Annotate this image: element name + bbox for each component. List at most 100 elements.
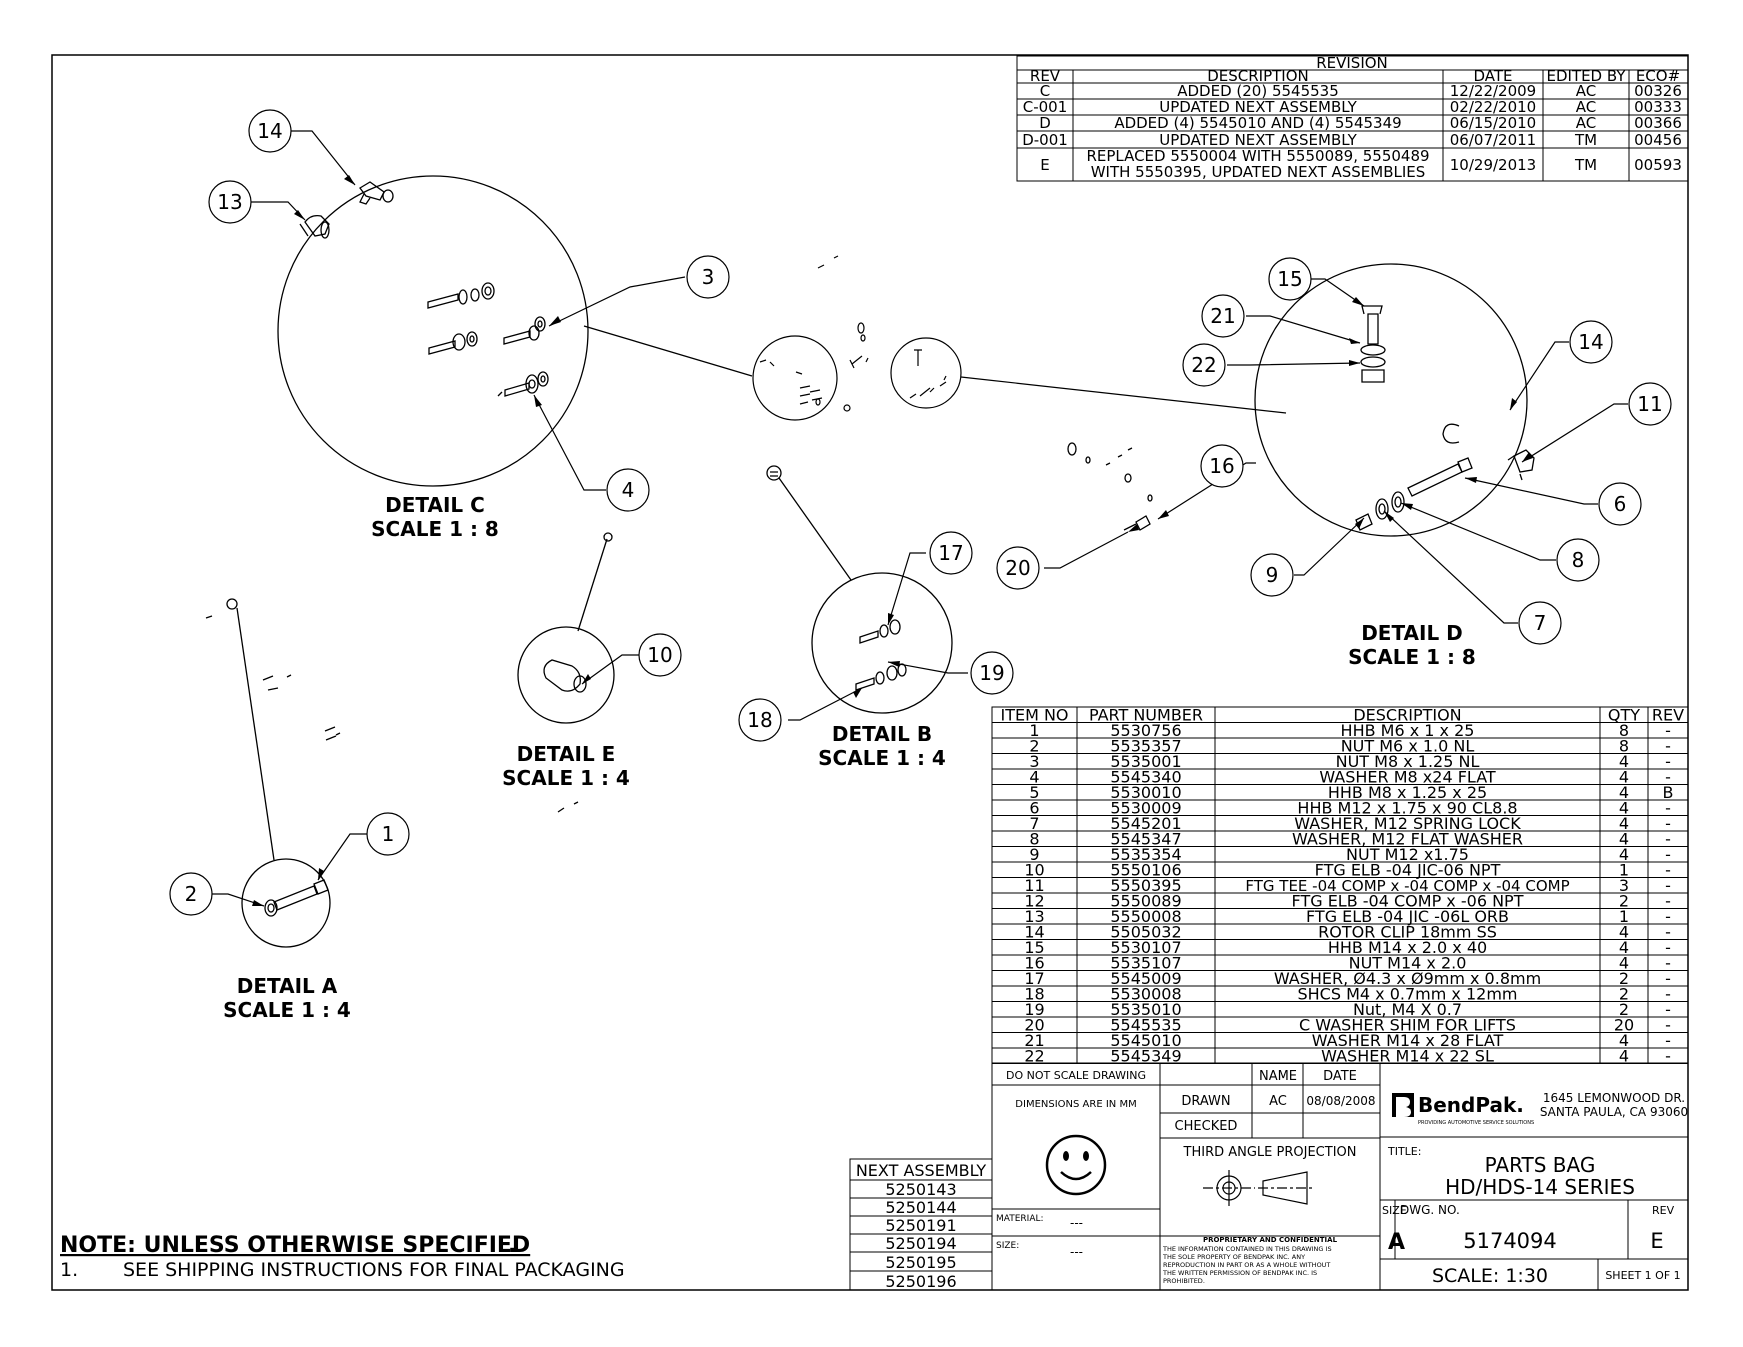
detail-c-view <box>277 175 753 487</box>
svg-text:HD/HDS-14 SERIES: HD/HDS-14 SERIES <box>1445 1175 1635 1199</box>
svg-text:3: 3 <box>702 265 715 289</box>
svg-text:EDITED BY: EDITED BY <box>1546 67 1626 85</box>
svg-text:10/29/2013: 10/29/2013 <box>1450 156 1536 174</box>
svg-text:DATE: DATE <box>1323 1069 1357 1084</box>
bom-cell: HHB M14 x 2.0 x 40 <box>1328 938 1487 957</box>
bom-cell: HHB M6 x 1 x 25 <box>1341 721 1475 740</box>
bom-cell: 5550106 <box>1110 861 1181 880</box>
bom-cell: 2 <box>1619 969 1629 988</box>
bom-cell: 7 <box>1029 814 1039 833</box>
detail-labels: DETAIL C SCALE 1 : 8 DETAIL D SCALE 1 : … <box>223 493 1476 1022</box>
bom-cell: - <box>1665 830 1671 849</box>
detail-b-label: DETAIL B <box>832 722 932 746</box>
bom-cell: NUT M12 x1.75 <box>1346 845 1469 864</box>
bom-cell: 20 <box>1024 1016 1044 1035</box>
svg-text:02/22/2010: 02/22/2010 <box>1450 98 1536 116</box>
bom-cell: 13 <box>1024 907 1044 926</box>
svg-text:AC: AC <box>1269 1094 1287 1109</box>
small-detail-circle-left <box>752 335 838 421</box>
bom-cell: 5550089 <box>1110 892 1181 911</box>
svg-text:13: 13 <box>217 190 242 214</box>
balloon-4: 4 <box>606 468 650 512</box>
svg-text:DWG. NO.: DWG. NO. <box>1400 1203 1460 1217</box>
bom-cell: 5550008 <box>1110 907 1181 926</box>
svg-text:00456: 00456 <box>1634 131 1682 149</box>
svg-text:AC: AC <box>1576 82 1596 100</box>
svg-text:ECO#: ECO# <box>1636 67 1680 85</box>
svg-text:16: 16 <box>1209 454 1234 478</box>
bom-cell: 2 <box>1619 985 1629 1004</box>
bom-cell: - <box>1665 845 1671 864</box>
bom-cell: WASHER, M12 FLAT WASHER <box>1292 830 1523 849</box>
bom-cell: - <box>1665 737 1671 756</box>
bom-cell: 4 <box>1619 1031 1629 1050</box>
bom-cell: HHB M8 x 1.25 x 25 <box>1328 783 1487 802</box>
svg-text:REVISION: REVISION <box>1316 54 1388 72</box>
svg-text:UPDATED NEXT ASSEMBLY: UPDATED NEXT ASSEMBLY <box>1159 131 1357 149</box>
bom-cell: WASHER, Ø4.3 x Ø9mm x 0.8mm <box>1274 969 1541 988</box>
detail-d-label: DETAIL D <box>1361 621 1463 645</box>
svg-text:THE INFORMATION CONTAINED IN T: THE INFORMATION CONTAINED IN THIS DRAWIN… <box>1162 1245 1332 1253</box>
bom-cell: - <box>1665 985 1671 1004</box>
svg-text:8: 8 <box>1572 548 1585 572</box>
detail-b-scale: SCALE 1 : 4 <box>818 746 946 770</box>
bom-cell: WASHER, M12 SPRING LOCK <box>1294 814 1521 833</box>
detail-c-label: DETAIL C <box>385 493 485 517</box>
bolt-set-3 <box>503 325 540 345</box>
bom-cell: 5535107 <box>1110 954 1181 973</box>
svg-text:THE SOLE PROPERTY OF BENDPAK I: THE SOLE PROPERTY OF BENDPAK INC. ANY <box>1162 1253 1305 1261</box>
svg-text:SHEET 1 OF 1: SHEET 1 OF 1 <box>1605 1269 1680 1282</box>
detail-e-label: DETAIL E <box>517 742 616 766</box>
balloon-13: 14 <box>248 109 292 153</box>
svg-text:REV: REV <box>1030 67 1061 85</box>
bom-cell: WASHER M14 x 28 FLAT <box>1312 1031 1504 1050</box>
svg-text:NEXT ASSEMBLY: NEXT ASSEMBLY <box>856 1161 987 1180</box>
svg-text:SANTA PAULA, CA 93060: SANTA PAULA, CA 93060 <box>1540 1105 1688 1119</box>
smiley-face-icon <box>1045 1134 1107 1196</box>
svg-text:C: C <box>1040 82 1050 100</box>
detail-a-view <box>205 598 341 948</box>
svg-text:SIZE: SIZE <box>1382 1204 1407 1217</box>
detail-c-circle <box>277 175 589 487</box>
svg-text:TM: TM <box>1574 131 1597 149</box>
svg-text:AC: AC <box>1576 114 1596 132</box>
bom-cell: 5530756 <box>1110 721 1181 740</box>
revision-table <box>1016 55 1689 182</box>
bom-cell: 16 <box>1024 954 1044 973</box>
detail-a-circle <box>241 858 331 948</box>
bom-cell: 5530009 <box>1110 799 1181 818</box>
svg-text:A: A <box>1388 1230 1405 1255</box>
svg-text:DATE: DATE <box>1473 67 1512 85</box>
svg-text:7: 7 <box>1534 611 1547 635</box>
bom-cell: 4 <box>1619 845 1629 864</box>
detail-a-label: DETAIL A <box>237 974 338 998</box>
svg-text:08/08/2008: 08/08/2008 <box>1306 1094 1375 1108</box>
svg-text:REPLACED 5550004 WITH 5550089,: REPLACED 5550004 WITH 5550089, 5550489 <box>1086 147 1429 165</box>
balloon-19: 19 <box>970 651 1014 695</box>
bom-cell: FTG TEE -04 COMP x -04 COMP x -04 COMP <box>1245 877 1569 895</box>
detail-b-circle <box>811 572 953 714</box>
leader-arrowheads <box>252 175 1533 906</box>
detail-d-scale: SCALE 1 : 8 <box>1348 645 1476 669</box>
balloon-3: 3 <box>686 255 730 299</box>
svg-text:TITLE:: TITLE: <box>1387 1145 1421 1158</box>
bom-cell: 20 <box>1614 1016 1634 1035</box>
svg-text:ADDED (4) 5545010 AND (4) 5545: ADDED (4) 5545010 AND (4) 5545349 <box>1114 114 1401 132</box>
bom-cell: 1 <box>1619 907 1629 926</box>
balloon-14: 14 <box>1569 320 1613 364</box>
bom-cell: 8 <box>1029 830 1039 849</box>
svg-text:21: 21 <box>1210 304 1235 328</box>
bom-cell: 9 <box>1029 845 1039 864</box>
bom-cell: - <box>1665 814 1671 833</box>
svg-text:DESCRIPTION: DESCRIPTION <box>1207 67 1309 85</box>
svg-text:PROPRIETARY AND CONFIDENTIAL: PROPRIETARY AND CONFIDENTIAL <box>1203 1236 1338 1244</box>
svg-text:9: 9 <box>1266 563 1279 587</box>
bom-cell: - <box>1665 752 1671 771</box>
svg-text:5250196: 5250196 <box>885 1272 956 1291</box>
bom-cell: 3 <box>1619 876 1629 895</box>
svg-text:REV: REV <box>1652 1204 1675 1217</box>
svg-text:SIZE:: SIZE: <box>996 1241 1019 1251</box>
bom-cell: 5545347 <box>1110 830 1181 849</box>
bom-cell: 5535354 <box>1110 845 1181 864</box>
